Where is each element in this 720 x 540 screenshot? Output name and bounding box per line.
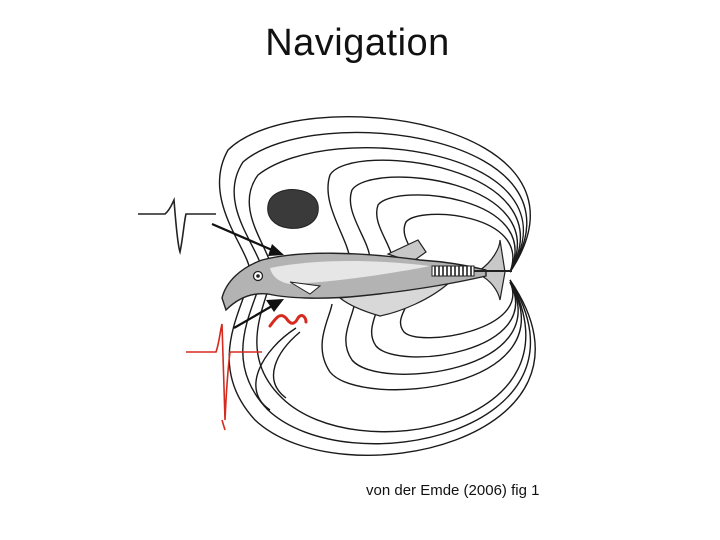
fish-pectoral-fin [289, 281, 322, 295]
arrow-lower [233, 305, 273, 329]
field-line-left-2 [272, 331, 301, 399]
electric-organ [431, 265, 512, 277]
arrow-upper [211, 222, 273, 252]
slide-title: Navigation [265, 22, 450, 64]
arrows [211, 222, 284, 329]
fish-inner-band [270, 261, 430, 284]
arrow-upper-head [268, 244, 284, 256]
fish-anal-fin [338, 281, 452, 317]
field-line-left-1 [255, 327, 297, 411]
fish-pupil [256, 274, 260, 278]
signal-trace-highlight [186, 323, 262, 421]
field-line-mid-3 [376, 194, 516, 273]
field-line-low-2 [345, 281, 519, 375]
electric-fish [221, 239, 512, 317]
arrow-lower-head [266, 299, 284, 312]
field-line-inner-1 [403, 213, 514, 273]
red-distortion-wave [268, 314, 308, 328]
field-line-mid-1 [327, 159, 521, 273]
figure-caption: von der Emde (2006) fig 1 [366, 482, 540, 499]
field-line-low-3 [371, 281, 517, 358]
rock-icon [267, 189, 319, 229]
field-line-low-1 [321, 281, 522, 391]
field-line-mid-2 [349, 176, 519, 273]
field-line-low-4 [399, 281, 514, 339]
signal-trace-normal [138, 197, 216, 256]
signal-trace-highlight-tail [221, 419, 226, 431]
